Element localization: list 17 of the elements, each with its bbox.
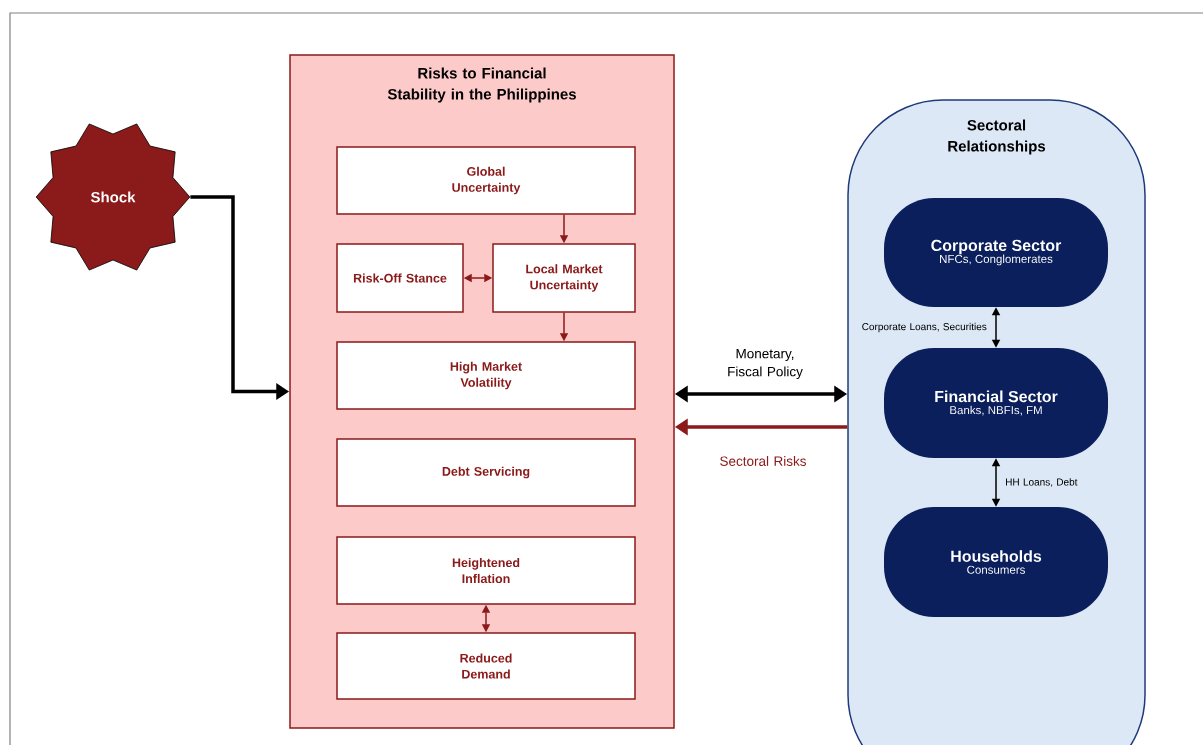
risk-box: Reduced Demand xyxy=(336,632,636,700)
risk-box: Debt Servicing xyxy=(336,438,636,507)
panel-title: Sectoral Relationships xyxy=(948,119,1046,155)
risk-box: Local Market Uncertainty xyxy=(492,243,636,313)
sector-pill: Corporate Sector NFCs, Conglomerates xyxy=(884,198,1108,307)
risk-box: Global Uncertainty xyxy=(336,146,636,215)
risk-box: Risk-Off Stance xyxy=(336,243,464,313)
edge-label: Sectoral Risks xyxy=(720,456,806,466)
sector-pill: Households Consumers xyxy=(884,507,1108,617)
edge-label: Monetary, Fiscal Policy xyxy=(728,348,803,380)
shock-burst: Shock xyxy=(35,123,191,271)
risk-box: Heightened Inflation xyxy=(336,536,636,605)
sector-pill: Financial Sector Banks, NBFIs, FM xyxy=(884,348,1108,458)
edge-label: HH Loans, Debt xyxy=(1006,478,1078,487)
edge-label: Corporate Loans, Securities xyxy=(862,322,987,333)
panel-title: Risks to Financial Stability in the Philippines xyxy=(387,67,576,103)
risk-box: High Market Volatility xyxy=(336,341,636,410)
